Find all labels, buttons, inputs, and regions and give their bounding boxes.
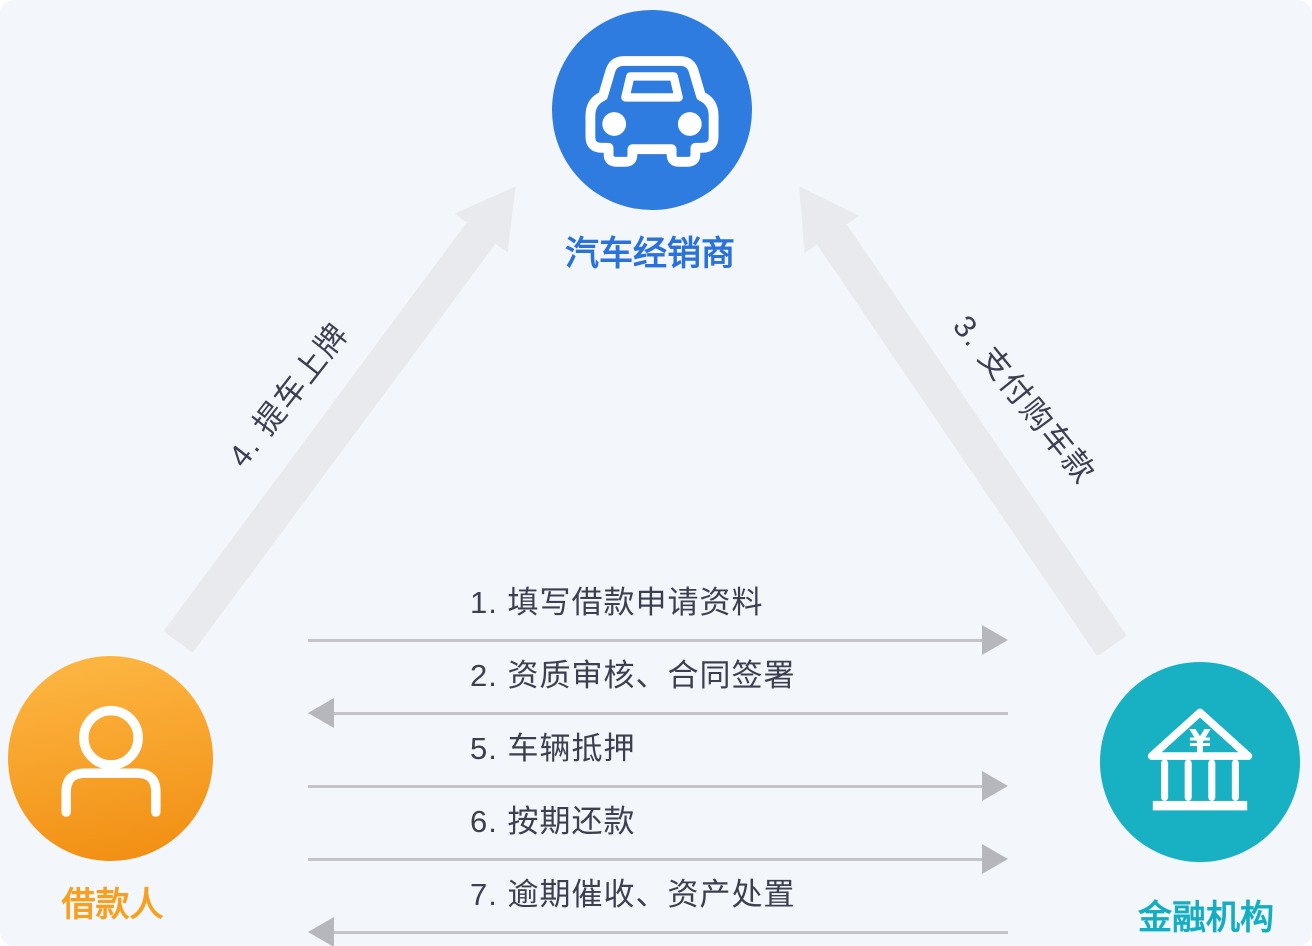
person-icon bbox=[60, 705, 161, 817]
arrow-line bbox=[308, 639, 984, 642]
arrow-line bbox=[332, 931, 1008, 934]
arrow-line bbox=[332, 712, 1008, 715]
financial-institution-circle: ¥ bbox=[1100, 662, 1300, 862]
car-dealer-circle bbox=[552, 10, 752, 210]
arrow-line bbox=[308, 785, 984, 788]
car-dealer-label: 汽车经销商 bbox=[565, 235, 735, 273]
flow-arrow-left bbox=[308, 917, 1008, 946]
arrow-head-icon bbox=[308, 698, 334, 728]
flow-arrow-left bbox=[308, 698, 1008, 728]
flow-step-label: 5. 车辆抵押 bbox=[470, 731, 636, 766]
borrower-label: 借款人 bbox=[61, 886, 164, 924]
car-icon bbox=[585, 56, 719, 167]
bank-icon: ¥ bbox=[1147, 708, 1253, 811]
arrow-head-icon bbox=[308, 917, 334, 946]
financial-institution-label: 金融机构 bbox=[1138, 899, 1274, 937]
yen-symbol: ¥ bbox=[1189, 723, 1211, 761]
arrow-borrower-to-dealer bbox=[163, 166, 543, 653]
flow-arrow-right bbox=[308, 625, 1008, 655]
arrow-head-icon bbox=[982, 771, 1008, 801]
arrow-shaft bbox=[163, 222, 496, 653]
flow-step-label: 7. 逾期催收、资产处置 bbox=[470, 877, 796, 912]
arrow-head-icon bbox=[982, 625, 1008, 655]
flow-arrow-right bbox=[308, 844, 1008, 874]
arrow-bank-to-dealer bbox=[771, 167, 1127, 657]
borrower-circle bbox=[8, 656, 213, 861]
flow-step-label: 1. 填写借款申请资料 bbox=[470, 585, 764, 620]
flow-arrow-right bbox=[308, 771, 1008, 801]
arrow-line bbox=[308, 858, 984, 861]
flow-step-label: 2. 资质审核、合同签署 bbox=[470, 658, 796, 693]
flow-step-label: 6. 按期还款 bbox=[470, 804, 636, 839]
arrow-head-icon bbox=[982, 844, 1008, 874]
